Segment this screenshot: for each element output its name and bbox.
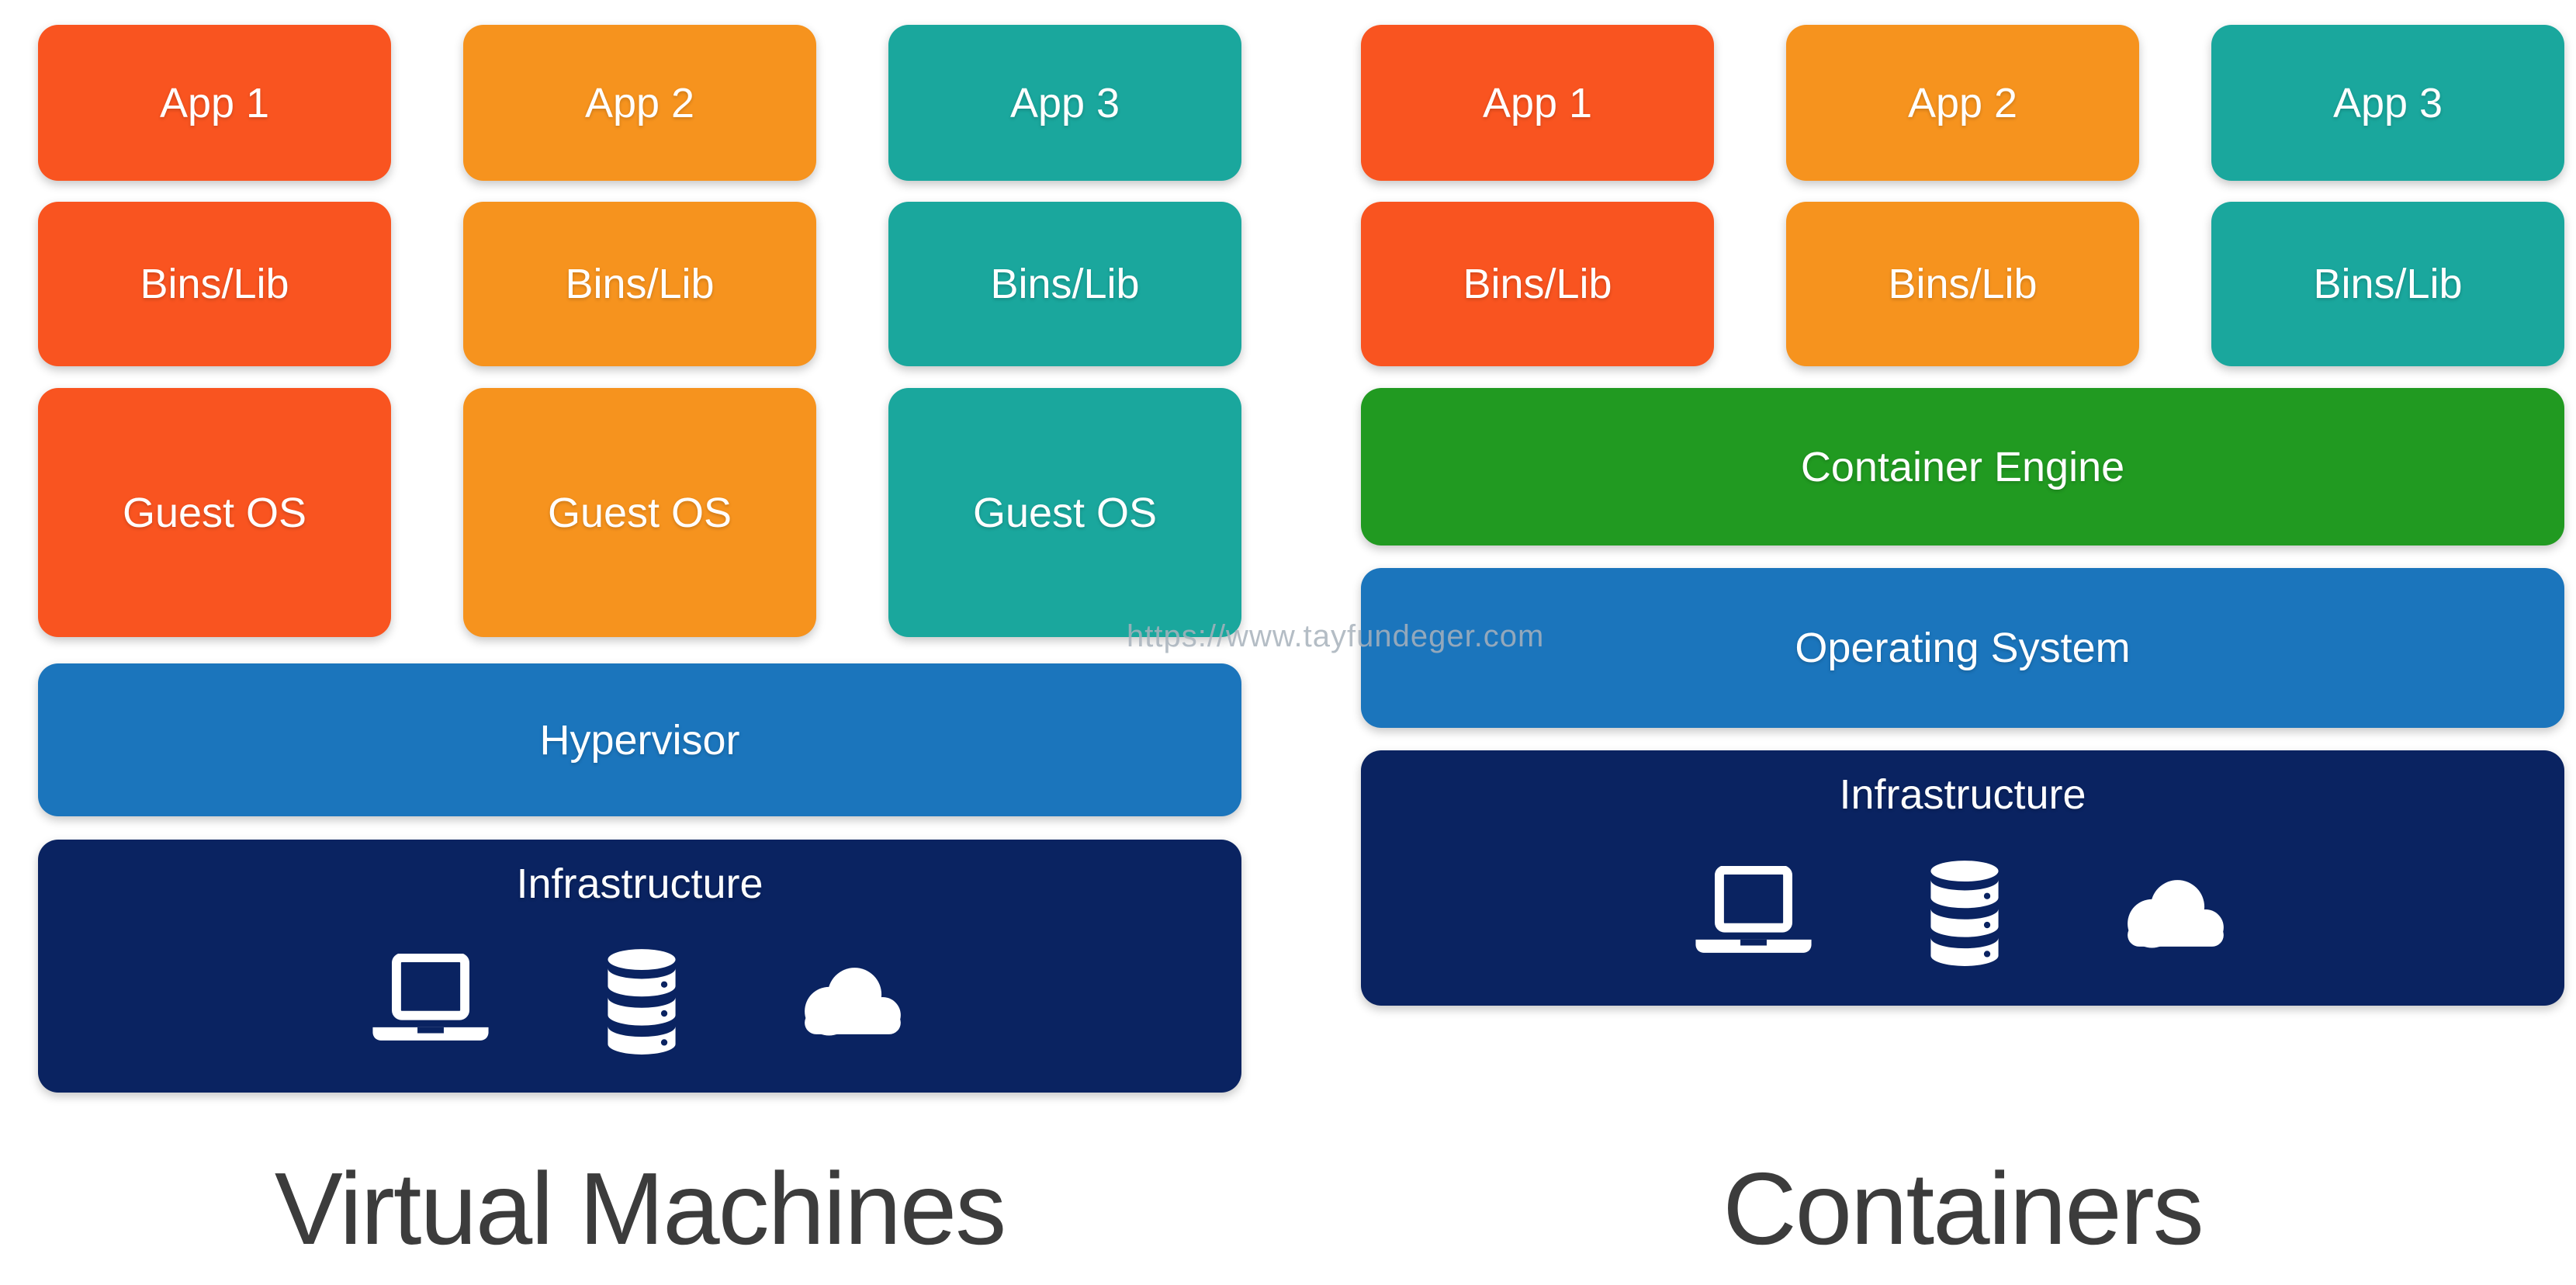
- watermark-url: https://www.tayfundeger.com: [1127, 619, 1545, 653]
- vm-bins3-block: Bins/Lib: [888, 202, 1241, 366]
- ct-app3-block: App 3: [2211, 25, 2564, 181]
- ct-app2-block: App 2: [1786, 25, 2139, 181]
- ct-engine-block: Container Engine: [1361, 388, 2564, 546]
- vm-infrastructure-label: Infrastructure: [516, 861, 763, 907]
- ct-infrastructure-icons: [1688, 820, 2238, 1006]
- database-icon: [608, 948, 676, 1055]
- ct-os-block: Operating System: [1361, 568, 2564, 728]
- vm-app2-block: App 2: [463, 25, 816, 181]
- vm-infrastructure-block: Infrastructure: [38, 840, 1241, 1093]
- containers-title: Containers: [1723, 1152, 2204, 1266]
- vm-app1-block: App 1: [38, 25, 391, 181]
- ct-app1-block: App 1: [1361, 25, 1714, 181]
- ct-infrastructure-label: Infrastructure: [1839, 771, 2086, 818]
- vm-title: Virtual Machines: [274, 1152, 1006, 1266]
- ct-bins3-block: Bins/Lib: [2211, 202, 2564, 366]
- cloud-icon: [805, 968, 901, 1036]
- ct-bins1-block: Bins/Lib: [1361, 202, 1714, 366]
- vm-bins1-block: Bins/Lib: [38, 202, 391, 366]
- vm-guestos1-block: Guest OS: [38, 388, 391, 637]
- vm-hypervisor-block: Hypervisor: [38, 663, 1241, 816]
- vm-guestos3-block: Guest OS: [888, 388, 1241, 637]
- database-icon: [1930, 861, 1999, 966]
- laptop-icon: [372, 954, 489, 1041]
- vm-guestos2-block: Guest OS: [463, 388, 816, 637]
- vm-bins2-block: Bins/Lib: [463, 202, 816, 366]
- vm-app3-block: App 3: [888, 25, 1241, 181]
- vm-infrastructure-icons: [365, 909, 915, 1093]
- laptop-icon: [1695, 865, 1812, 953]
- ct-bins2-block: Bins/Lib: [1786, 202, 2139, 366]
- cloud-icon: [2128, 879, 2224, 948]
- ct-infrastructure-block: Infrastructure: [1361, 750, 2564, 1006]
